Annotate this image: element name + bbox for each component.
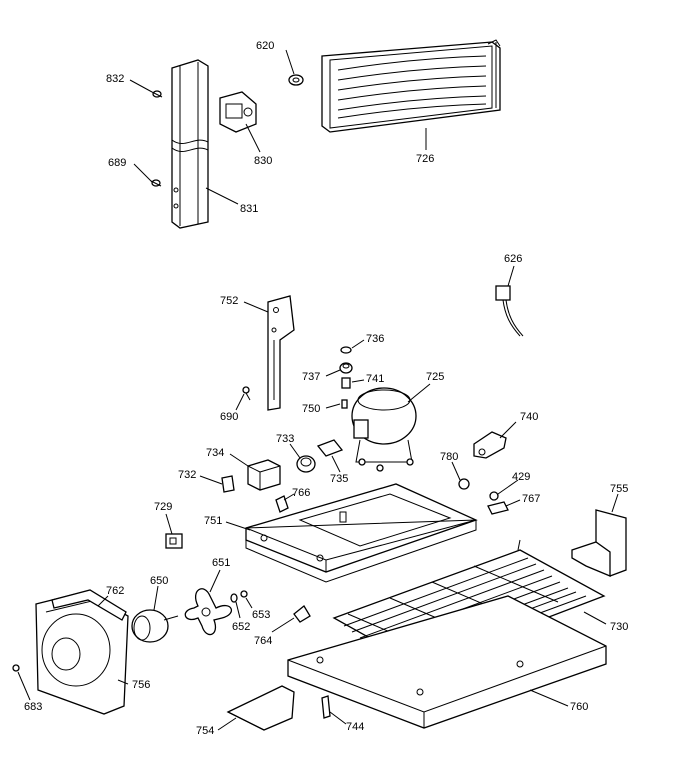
callout-750: 750 (302, 403, 320, 415)
part-737-grommet (339, 362, 353, 374)
callout-754: 754 (196, 725, 214, 737)
part-766-clip (275, 495, 289, 513)
part-683-screw (12, 664, 20, 672)
callout-620: 620 (256, 40, 274, 52)
callout-732: 732 (178, 469, 196, 481)
callout-651: 651 (212, 557, 230, 569)
callout-744: 744 (346, 721, 364, 733)
callout-690: 690 (220, 411, 238, 423)
part-832-screw (151, 90, 163, 98)
part-767-bracket (487, 501, 509, 515)
part-650-motor (131, 609, 179, 643)
callout-736: 736 (366, 333, 384, 345)
part-729-thermostat (165, 533, 183, 549)
callout-683: 683 (24, 701, 42, 713)
part-740-relay (473, 431, 507, 459)
callout-766: 766 (292, 487, 310, 499)
callout-725: 725 (426, 371, 444, 383)
callout-labels: 620 832 830 726 689 831 626 752 736 737 … (24, 40, 628, 737)
part-653-washer (240, 590, 248, 598)
part-734-relay (247, 459, 281, 491)
part-755-bracket (571, 509, 627, 577)
callout-831: 831 (240, 203, 258, 215)
callout-652: 652 (232, 621, 250, 633)
callout-751: 751 (204, 515, 222, 527)
part-652-nut (230, 593, 238, 603)
part-780-clip (458, 478, 470, 490)
part-690-screw (242, 386, 251, 401)
callout-650: 650 (150, 575, 168, 587)
callout-740: 740 (520, 411, 538, 423)
callout-429: 429 (512, 471, 530, 483)
callout-764: 764 (254, 635, 272, 647)
part-752-strap (267, 295, 295, 411)
callout-735: 735 (330, 473, 348, 485)
callout-741: 741 (366, 373, 384, 385)
part-725-compressor (351, 387, 417, 472)
part-620-grommet (288, 74, 304, 86)
callout-752: 752 (220, 295, 238, 307)
part-689-screw (150, 179, 162, 187)
callout-760: 760 (570, 701, 588, 713)
part-830-switch (219, 91, 257, 133)
leader-lines (17, 49, 619, 731)
callout-830: 830 (254, 155, 272, 167)
part-744-clip (321, 695, 331, 719)
part-831-bracket (171, 59, 209, 229)
callout-626: 626 (504, 253, 522, 265)
callout-755: 755 (610, 483, 628, 495)
part-735-cover (316, 439, 344, 457)
callout-756: 756 (132, 679, 150, 691)
callout-689: 689 (108, 157, 126, 169)
callout-737: 737 (302, 371, 320, 383)
part-626-overload (495, 285, 524, 337)
callout-729: 729 (154, 501, 172, 513)
callout-767: 767 (522, 493, 540, 505)
part-760-pan (287, 595, 607, 729)
part-754-deflector (226, 685, 295, 731)
part-732-clip (221, 475, 235, 493)
part-762-gasket (51, 589, 127, 621)
part-733-capacitor (296, 455, 316, 473)
part-751-base (245, 483, 478, 583)
callout-653: 653 (252, 609, 270, 621)
callout-733: 733 (276, 433, 294, 445)
callout-832: 832 (106, 73, 124, 85)
callout-726: 726 (416, 153, 434, 165)
callout-734: 734 (206, 447, 224, 459)
callout-762: 762 (106, 585, 124, 597)
callout-780: 780 (440, 451, 458, 463)
part-764-clip (293, 605, 311, 623)
callout-730: 730 (610, 621, 628, 633)
part-736-clip (340, 346, 352, 354)
part-726-evaporator (321, 39, 501, 133)
part-741-sleeve (341, 377, 351, 389)
part-429-screw (489, 491, 499, 501)
part-750-stud (341, 399, 348, 409)
part-651-fan-blade (184, 588, 232, 636)
